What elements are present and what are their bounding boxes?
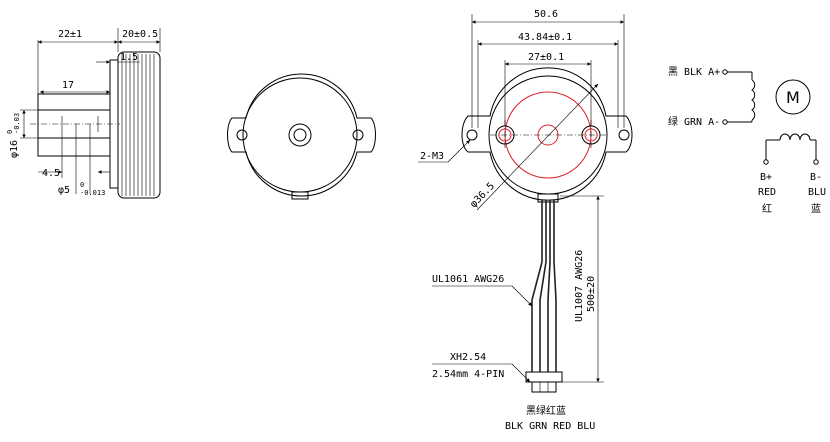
rear-flange xyxy=(461,67,633,201)
wiring-b-plus-color: RED xyxy=(758,187,776,198)
cable-grommet xyxy=(537,193,559,203)
label-connector-pitch: 2.54mm 4-PIN xyxy=(432,369,504,380)
front-cable-exit xyxy=(291,191,309,200)
dim-hole-spacing: 43.84±0.1 xyxy=(518,32,572,43)
label-wire-colors-cn: 黑绿红蓝 xyxy=(526,404,566,417)
dim-overall: 50.6 xyxy=(534,9,558,20)
label-wire-colors-en: BLK GRN RED BLU xyxy=(505,421,595,432)
front-boss xyxy=(288,123,312,147)
label-lead-length: 500±20 xyxy=(586,276,597,312)
side-housing-ribs xyxy=(121,54,155,196)
wiring-b-minus-cn: 蓝 xyxy=(811,203,821,215)
dim-shaft-tol-lower: -0.013 xyxy=(80,189,105,197)
dim-depth: 20±0.5 xyxy=(122,29,158,40)
dim-body-dia: φ36.5 xyxy=(468,181,497,210)
dim-offset: 1.5 xyxy=(120,52,138,63)
motor-symbol: M xyxy=(786,88,800,107)
label-lead-spec: UL1007 AWG26 xyxy=(574,250,585,322)
coil-a-icon xyxy=(751,79,756,121)
front-mount-hole-right xyxy=(352,129,364,141)
dim-body: 17 xyxy=(62,80,74,91)
wiring-a-plus: BLK A+ xyxy=(684,67,720,78)
connector-housing xyxy=(531,381,557,393)
side-view: 22±1 20±0.5 1.5 17 φ16 0 -0.03 4.5 φ5 0 … xyxy=(6,28,161,199)
dim-shaft-dia: φ5 xyxy=(58,185,70,196)
wiring-b-minus-color: BLU xyxy=(808,187,826,198)
label-connector-model: XH2.54 xyxy=(450,352,486,363)
wiring-b-minus: B- xyxy=(810,172,822,183)
front-shaft xyxy=(293,128,307,142)
cable-bundle: UL1061 AWG26 UL1007 AWG26 500±20 XH2.54 … xyxy=(432,193,604,432)
dim-boss-tol-upper: 0 xyxy=(6,130,14,134)
wiring-b-plus-cn: 红 xyxy=(762,202,772,215)
dim-boss-dia: φ16 xyxy=(9,140,20,158)
dim-shaft-len: 4.5 xyxy=(42,168,60,179)
dim-boss-tol-lower: -0.03 xyxy=(13,113,21,134)
side-housing xyxy=(117,51,161,199)
motor-symbol-icon xyxy=(775,79,811,115)
side-shaft-body xyxy=(37,93,111,157)
wiring-a-minus-cn: 绿 xyxy=(668,115,678,128)
front-body xyxy=(242,77,358,193)
coil-b-icon xyxy=(779,133,811,141)
wiring-a-minus: GRN A- xyxy=(684,117,720,128)
dim-length: 22±1 xyxy=(58,29,82,40)
wiring-b-plus: B+ xyxy=(760,172,772,183)
dim-mount-holes: 2-M3 xyxy=(420,151,444,162)
rear-mount-hole-right xyxy=(618,129,630,141)
dim-shaft-tol-upper: 0 xyxy=(80,181,84,189)
label-cable-spec: UL1061 AWG26 xyxy=(432,274,504,285)
front-mount-hole-left xyxy=(236,129,248,141)
dim-inner: 27±0.1 xyxy=(528,52,564,63)
rear-mount-hole-left xyxy=(466,129,478,141)
wiring-a-plus-cn: 黑 xyxy=(668,66,678,78)
wiring-diagram: 黑 BLK A+ 绿 GRN A- M B+ RED 红 B- BLU 蓝 xyxy=(668,66,826,215)
front-view xyxy=(227,73,376,200)
rear-view: 50.6 43.84±0.1 27±0.1 φ36.5 2-M3 xyxy=(418,9,633,211)
connector-body xyxy=(525,371,563,383)
